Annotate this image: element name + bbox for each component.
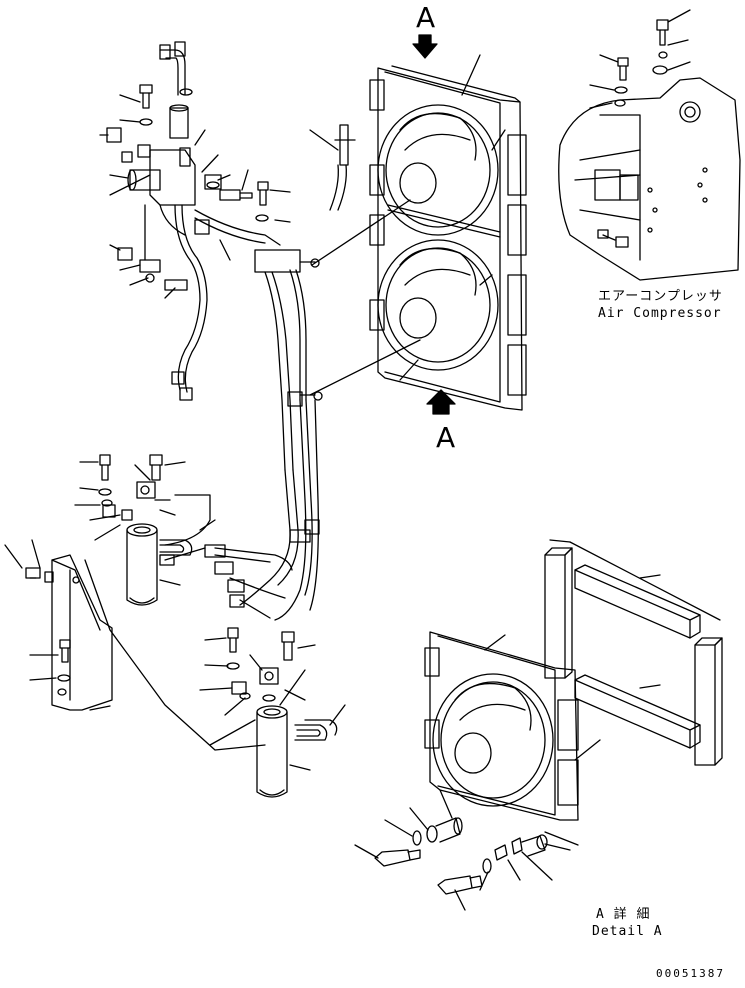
view-marker-bottom: A: [436, 421, 456, 454]
hose-routing-lower: [159, 399, 320, 621]
upper-fan: [377, 104, 499, 236]
detail-a-label-jp: A 詳 細: [596, 907, 651, 922]
receiver-drier-lower: [199, 627, 346, 798]
air-compressor-label-en: Air Compressor: [598, 306, 722, 321]
detail-a-label-en: Detail A: [592, 924, 663, 939]
mounting-bracket: [4, 539, 266, 751]
lower-fan: [377, 239, 499, 371]
air-compressor-label-jp: エアーコンプレッサ: [598, 289, 723, 304]
arrow-up-icon: [426, 389, 456, 415]
hose-routing-upper: [99, 41, 356, 471]
detail-a-drawing: [354, 539, 723, 911]
receiver-drier-upper: [74, 454, 216, 606]
radiator-assembly-main: [309, 54, 527, 411]
arrow-down-icon: [412, 34, 438, 59]
air-compressor-drawing: [558, 9, 741, 281]
drawing-number: 00051387: [656, 967, 725, 980]
view-marker-top: A: [416, 1, 436, 34]
